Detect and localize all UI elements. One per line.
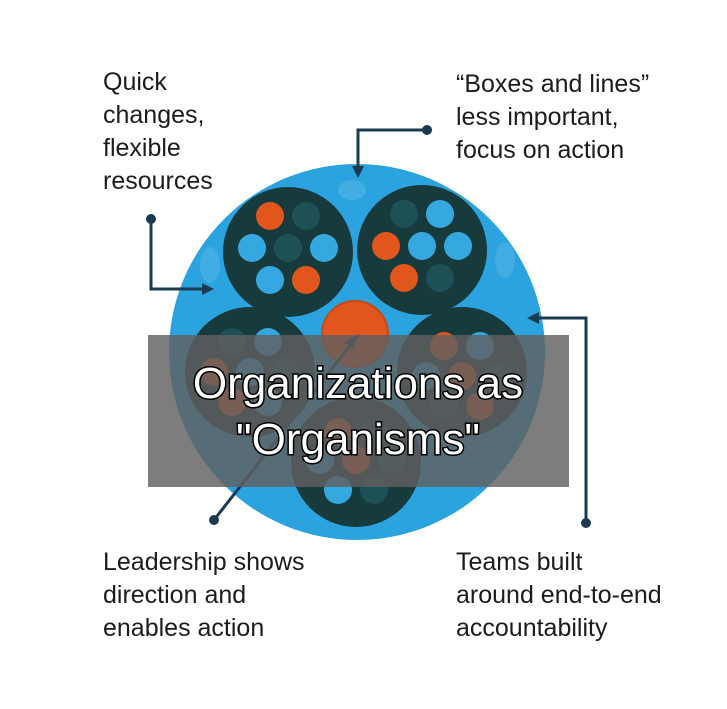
arrow-head (527, 312, 539, 324)
title-overlay-background (148, 335, 569, 487)
overlay-title-line-2: "Organisms" (236, 415, 480, 464)
team-member-dot (390, 264, 418, 292)
team-member-dot (372, 232, 400, 260)
label-bottom-left: Leadership shows direction and enables a… (103, 548, 311, 642)
team-member-dot (292, 202, 320, 230)
team-member-dot (310, 234, 338, 262)
circle-highlights (200, 180, 515, 283)
team-member-dot (408, 232, 436, 260)
label-bottom-right: Teams built around end-to-end accountabi… (456, 548, 669, 642)
team-member-dot (238, 234, 266, 262)
team-member-dot (256, 202, 284, 230)
overlay-title-line-1: Organizations as (193, 359, 523, 408)
team-member-dot (444, 232, 472, 260)
team-member-dot (274, 234, 302, 262)
label-top-left: Quick changes, flexible resources (103, 68, 213, 195)
label-top-right: “Boxes and lines” less important, focus … (456, 70, 656, 164)
team-member-dot (256, 266, 284, 294)
team-member-dot (390, 200, 418, 228)
team-circle-top-left (223, 187, 353, 317)
team-circle-top-right (357, 185, 487, 315)
arrow-head (202, 283, 214, 295)
team-member-dot (426, 200, 454, 228)
team-member-dot (292, 266, 320, 294)
arrow-head (352, 166, 364, 178)
team-member-dot (426, 264, 454, 292)
